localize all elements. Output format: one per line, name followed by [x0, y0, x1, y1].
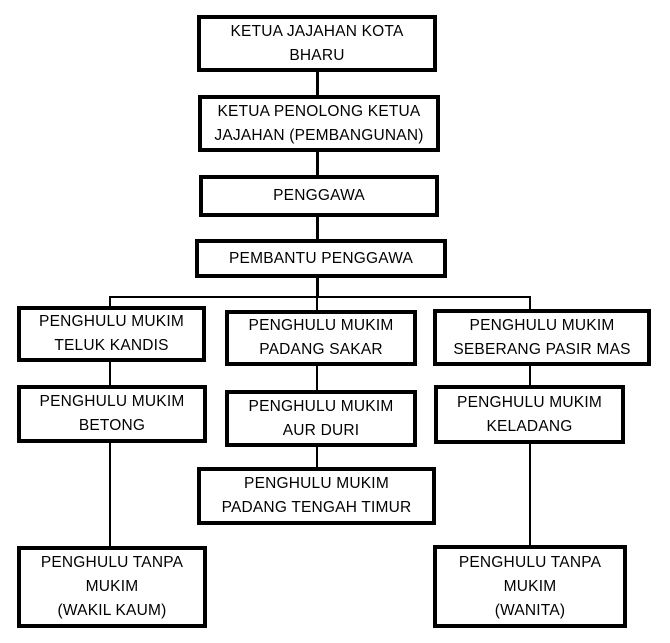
node-ketua-jajahan-kota-bharu: KETUA JAJAHAN KOTA BHARU — [197, 15, 437, 72]
node-label: PENGHULU TANPA MUKIM (WAKIL KAUM) — [40, 554, 184, 619]
node-label: PENGHULU TANPA MUKIM (WANITA) — [458, 553, 602, 619]
node-penggawa: PENGGAWA — [199, 175, 439, 217]
node-label: PENGHULU MUKIM TELUK KANDIS — [39, 313, 184, 354]
node-penghulu-tanpa-mukim-wanita: PENGHULU TANPA MUKIM (WANITA) — [433, 545, 627, 628]
node-label: KETUA JAJAHAN KOTA BHARU — [230, 22, 404, 64]
node-penghulu-mukim-seberang-pasir-mas: PENGHULU MUKIM SEBERANG PASIR MAS — [433, 309, 651, 366]
connector-line — [316, 72, 319, 95]
node-label: PENGGAWA — [273, 187, 365, 204]
node-label: PENGHULU MUKIM KELADANG — [457, 393, 602, 435]
node-penghulu-tanpa-mukim-wakil-kaum: PENGHULU TANPA MUKIM (WAKIL KAUM) — [17, 546, 207, 628]
node-label: PENGHULU MUKIM SEBERANG PASIR MAS — [453, 316, 631, 358]
connector-line — [529, 444, 531, 545]
node-ketua-penolong-ketua-jajahan: KETUA PENOLONG KETUA JAJAHAN (PEMBANGUNA… — [198, 95, 440, 152]
connector-line — [529, 366, 531, 385]
connector-line — [316, 447, 318, 467]
node-penghulu-mukim-teluk-kandis: PENGHULU MUKIM TELUK KANDIS — [17, 306, 206, 362]
connector-line — [109, 296, 531, 298]
node-label: PENGHULU MUKIM BETONG — [39, 393, 185, 434]
connector-line — [109, 362, 111, 385]
node-label: PEMBANTU PENGGAWA — [229, 249, 413, 267]
connector-line — [529, 297, 531, 309]
node-penghulu-mukim-aur-duri: PENGHULU MUKIM AUR DURI — [225, 390, 417, 447]
connector-line — [316, 366, 318, 390]
node-penghulu-mukim-padang-sakar: PENGHULU MUKIM PADANG SAKAR — [225, 310, 417, 366]
connector-line — [109, 443, 111, 546]
node-label: PENGHULU MUKIM AUR DURI — [248, 397, 394, 439]
node-penghulu-mukim-keladang: PENGHULU MUKIM KELADANG — [434, 385, 625, 444]
connector-line — [109, 297, 111, 306]
node-label: PENGHULU MUKIM PADANG TENGAH TIMUR — [221, 475, 412, 516]
node-label: KETUA PENOLONG KETUA JAJAHAN (PEMBANGUNA… — [214, 102, 424, 144]
node-pembantu-penggawa: PEMBANTU PENGGAWA — [195, 239, 447, 278]
node-penghulu-mukim-padang-tengah-timur: PENGHULU MUKIM PADANG TENGAH TIMUR — [197, 467, 436, 525]
connector-line — [316, 297, 318, 310]
node-penghulu-mukim-betong: PENGHULU MUKIM BETONG — [17, 385, 207, 443]
connector-line — [316, 217, 319, 239]
node-label: PENGHULU MUKIM PADANG SAKAR — [248, 317, 394, 358]
connector-line — [316, 152, 319, 175]
connector-line — [316, 278, 319, 297]
